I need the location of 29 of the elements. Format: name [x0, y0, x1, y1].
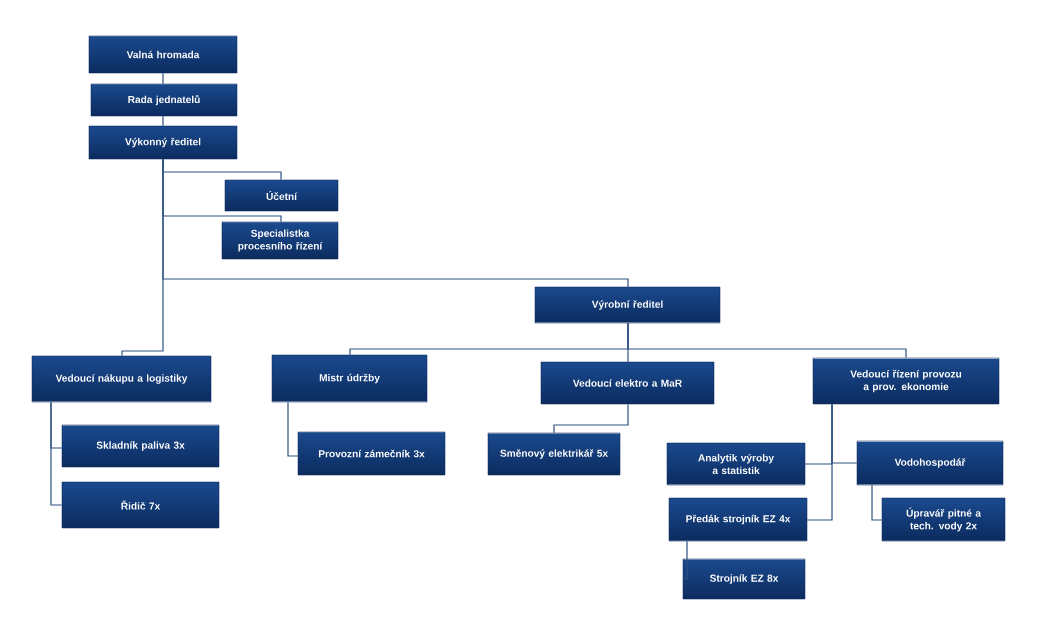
org-box: Předák strojník EZ 4x — [668, 497, 808, 542]
connector-line — [162, 72, 164, 85]
org-box: Mistr údržby — [271, 354, 428, 403]
connector-line — [682, 540, 688, 580]
org-box: Výkonný ředitel — [88, 125, 238, 160]
connector-line — [627, 322, 907, 359]
org-box: Řidič 7x — [61, 481, 220, 529]
org-box: Vedoucí řízení provozu a prov. ekonomie — [812, 357, 1000, 405]
connector-line — [50, 401, 63, 506]
org-box: Specialistka procesního řízení — [221, 221, 339, 260]
org-box: Vodohospodář — [856, 440, 1004, 486]
org-box: Výrobní ředitel — [534, 286, 721, 324]
connector-line — [806, 403, 833, 521]
org-box: Valná hromada — [88, 35, 238, 74]
org-box: Strojník EZ 8x — [682, 558, 806, 600]
org-box: Provozní zámečník 3x — [297, 431, 446, 476]
connector-line — [121, 158, 164, 357]
connector-line — [162, 115, 164, 127]
org-box: Rada jednatelů — [90, 83, 238, 117]
connector-line — [553, 403, 629, 434]
org-box: Účetní — [224, 179, 339, 212]
connector-line — [287, 401, 299, 457]
org-box: Analytik výroby a statistik — [666, 442, 806, 486]
org-box: Vedoucí elektro a MaR — [540, 361, 715, 405]
org-box: Skladník paliva 3x — [61, 424, 220, 468]
connector-line — [871, 484, 883, 521]
org-box: Vedoucí nákupu a logistiky — [31, 355, 212, 403]
org-box: Úpravář pitné a tech. vody 2x — [881, 497, 1006, 542]
org-box: Směnový elektrikář 5x — [487, 432, 621, 476]
